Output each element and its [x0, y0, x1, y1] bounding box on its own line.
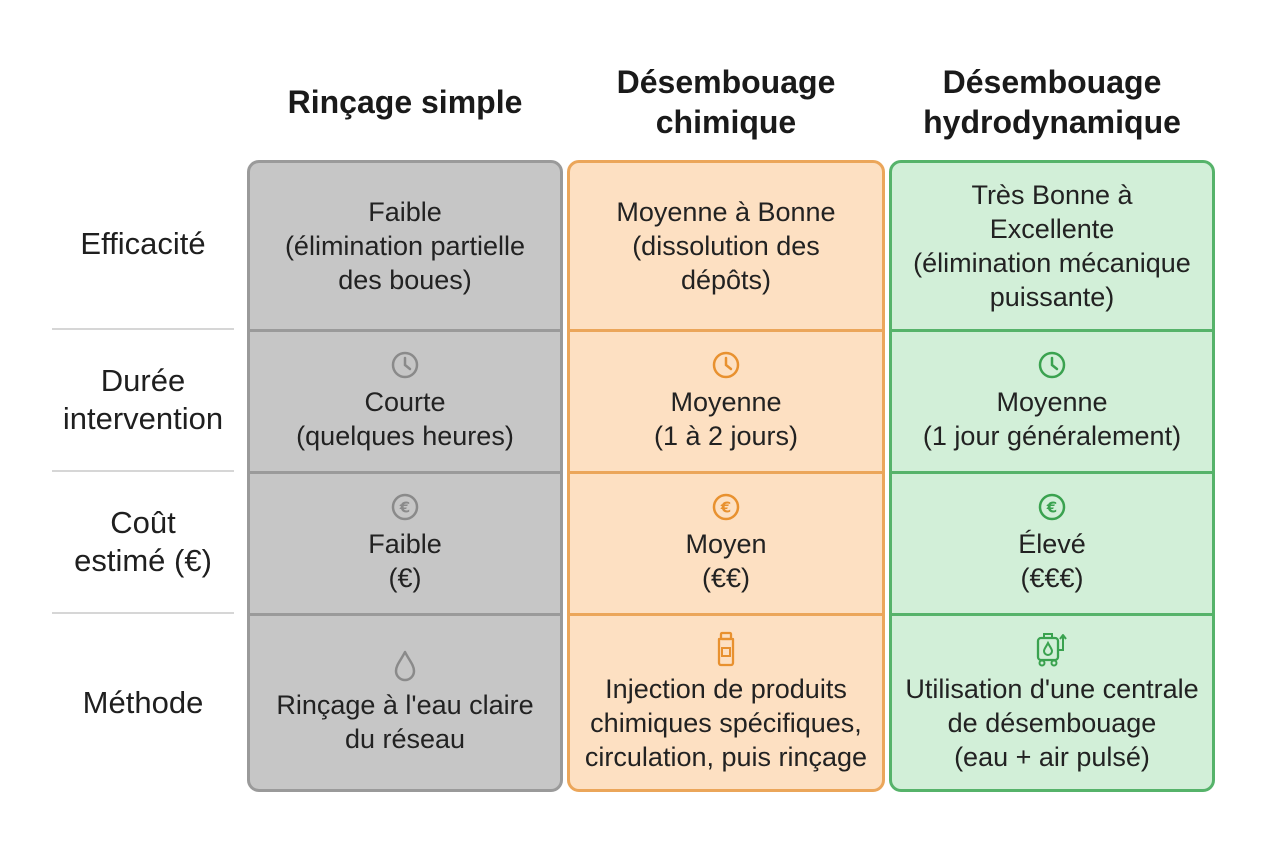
cell-text: Utilisation d'une centrale de désembouag…: [905, 674, 1199, 772]
cell-efficacite: Moyenne à Bonne (dissolution des dépôts): [570, 163, 882, 329]
row-label-methode: Méthode: [82, 685, 204, 720]
cell-text: Rinçage à l'eau claire du réseau: [276, 690, 534, 754]
row-divider: [570, 613, 882, 616]
cell-methode: Utilisation d'une centrale de désembouag…: [892, 615, 1212, 789]
euro-coin-icon: €: [710, 491, 742, 523]
cell-efficacite: Très Bonne à Excellente (élimination méc…: [892, 163, 1212, 329]
water-drop-icon: [389, 648, 421, 684]
cell-cout: € Élevé (€€€): [892, 473, 1212, 613]
column-header-desembouage-chimique: Désembouage chimique: [616, 64, 836, 140]
row-separator: [52, 612, 234, 614]
cell-text: Moyenne à Bonne (dissolution des dépôts): [616, 197, 836, 295]
cell-duree: Moyenne (1 jour généralement): [892, 331, 1212, 471]
row-divider: [892, 471, 1212, 474]
cell-duree: Moyenne (1 à 2 jours): [570, 331, 882, 471]
row-divider: [250, 471, 560, 474]
row-divider: [250, 613, 560, 616]
row-separator: [52, 470, 234, 472]
row-separator: [52, 328, 234, 330]
row-label-cout: Coût estimé (€): [74, 505, 212, 578]
row-divider: [892, 613, 1212, 616]
chemical-bottle-icon: [710, 630, 742, 668]
column-header-desembouage-hydrodynamique: Désembouage hydrodynamique: [923, 64, 1181, 140]
cell-duree: Courte (quelques heures): [250, 331, 560, 471]
clock-icon: [389, 349, 421, 381]
svg-text:€: €: [399, 499, 410, 517]
clock-icon: [1036, 349, 1068, 381]
clock-icon: [710, 349, 742, 381]
cell-text: Moyenne (1 jour généralement): [922, 387, 1182, 451]
euro-coin-icon: €: [389, 491, 421, 523]
cell-text: Moyen (€€): [685, 529, 767, 593]
column-header-rincage-simple: Rinçage simple: [287, 84, 523, 120]
column-desembouage-chimique: Moyenne à Bonne (dissolution des dépôts)…: [567, 160, 885, 792]
row-divider: [892, 329, 1212, 332]
column-desembouage-hydrodynamique: Très Bonne à Excellente (élimination méc…: [889, 160, 1215, 792]
cell-cout: € Moyen (€€): [570, 473, 882, 613]
row-label-duree: Durée intervention: [62, 363, 224, 436]
row-label-efficacite: Efficacité: [80, 226, 206, 261]
cell-efficacite: Faible (élimination partielle des boues): [250, 163, 560, 329]
euro-coin-icon: €: [1036, 491, 1068, 523]
cell-text: Élevé (€€€): [1018, 529, 1086, 593]
cell-text: Très Bonne à Excellente (élimination méc…: [913, 180, 1191, 312]
cell-text: Faible (élimination partielle des boues): [284, 197, 526, 295]
cell-text: Faible (€): [368, 529, 442, 593]
flushing-machine-icon: [1032, 630, 1072, 668]
row-divider: [250, 329, 560, 332]
row-divider: [570, 329, 882, 332]
cell-cout: € Faible (€): [250, 473, 560, 613]
cell-methode: Injection de produits chimiques spécifiq…: [570, 615, 882, 789]
svg-text:€: €: [720, 499, 731, 517]
row-divider: [570, 471, 882, 474]
cell-text: Courte (quelques heures): [296, 387, 514, 451]
svg-text:€: €: [1046, 499, 1057, 517]
cell-text: Injection de produits chimiques spécifiq…: [584, 674, 868, 772]
cell-text: Moyenne (1 à 2 jours): [653, 387, 799, 451]
cell-methode: Rinçage à l'eau claire du réseau: [250, 615, 560, 789]
column-rincage-simple: Faible (élimination partielle des boues)…: [247, 160, 563, 792]
